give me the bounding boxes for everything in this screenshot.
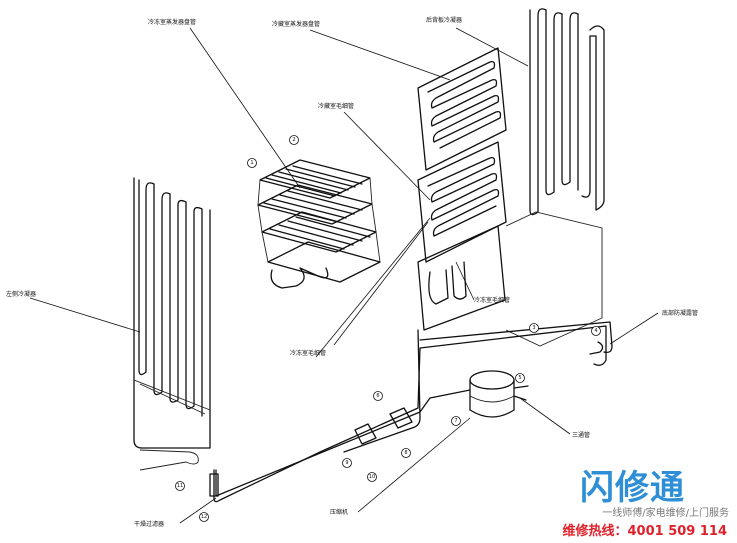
callout-circle (199, 512, 209, 522)
brand-logo-text: 闪修通 (580, 468, 685, 508)
label-freezer-capillary-a: 冷冻室毛细管 (474, 296, 510, 304)
connecting-piping (213, 321, 613, 503)
callout-circle (373, 391, 383, 401)
freezer-evaporator-coils (257, 159, 381, 289)
text-labels: 冷冻室蒸发器盘管 冷藏室蒸发器盘管 后背板冷凝器 冷藏室毛细管 左侧冷凝器 冷冻… (6, 16, 698, 528)
back-condenser (505, 8, 605, 347)
label-three-way: 三通管 (572, 431, 590, 439)
callout-number: 8 (404, 450, 407, 456)
callout-number: 10 (369, 474, 375, 480)
callout-circle (175, 481, 185, 491)
compressor (469, 370, 529, 418)
callout-number: 12 (201, 514, 207, 520)
callout-circle (342, 458, 352, 468)
fridge-evaporator (417, 47, 507, 331)
label-fridge-capillary: 冷藏室毛细管 (318, 102, 354, 110)
brand-watermark: 闪修通 一线师傅/家电维修/上门服务 维修热线：4001 509 114 (548, 460, 737, 543)
callouts: 1 2 3 4 5 6 7 8 9 10 11 12 (175, 135, 601, 522)
callout-number: 3 (532, 325, 535, 331)
brand-hotline: 维修热线：4001 509 114 (562, 524, 727, 539)
callout-circle (401, 448, 411, 458)
callout-number: 4 (594, 328, 597, 334)
label-bottom-anti-condensation: 底部防凝露管 (662, 309, 698, 317)
valves (209, 407, 413, 497)
brand-slogan: 一线师傅/家电维修/上门服务 (602, 508, 729, 519)
callout-number: 6 (376, 393, 379, 399)
label-back-condenser: 后背板冷凝器 (426, 16, 462, 24)
callout-circle (529, 323, 539, 333)
label-compressor: 压缩机 (330, 508, 348, 516)
callout-circle (367, 472, 377, 482)
label-freezer-evaporator-tube: 冷冻室蒸发器盘管 (148, 18, 196, 26)
callout-number: 1 (250, 160, 253, 166)
left-condenser (133, 177, 211, 471)
leader-lines (29, 27, 659, 524)
callout-number: 2 (292, 137, 295, 143)
callout-circle (591, 326, 601, 336)
label-fridge-evaporator-tube: 冷藏室蒸发器盘管 (272, 20, 320, 28)
label-freezer-capillary-b: 冷冻室毛细管 (290, 349, 326, 357)
callout-number: 5 (518, 375, 521, 381)
callout-number: 9 (345, 460, 348, 466)
callout-circle (247, 158, 257, 168)
callout-circle (289, 135, 299, 145)
callout-number: 7 (454, 418, 457, 424)
label-left-condenser: 左侧冷凝器 (6, 290, 36, 298)
label-dry-filter: 干燥过滤器 (134, 520, 164, 528)
callout-number: 11 (177, 483, 183, 489)
callout-circle (515, 373, 525, 383)
callout-circle (451, 416, 461, 426)
